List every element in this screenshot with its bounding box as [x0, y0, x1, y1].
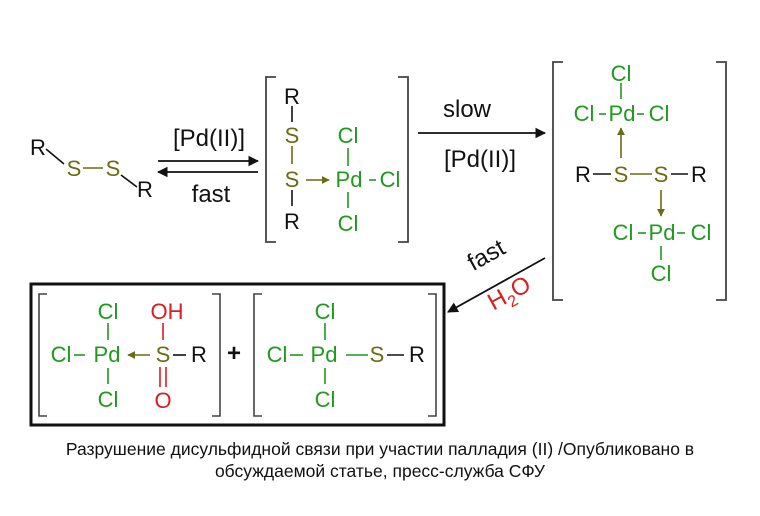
pd-atom: Pd: [649, 220, 676, 245]
reagent-pd2-label: [Pd(II)]: [444, 146, 516, 173]
cl-atom: Cl: [98, 299, 119, 324]
r-atom: R: [409, 342, 425, 367]
cl-atom: Cl: [651, 261, 672, 286]
cl-atom: Cl: [649, 101, 670, 126]
caption-line-2: обсуждаемой статье, пресс-служба СФУ: [214, 461, 546, 481]
hydrolysis-arrow: fast H2O: [447, 234, 546, 320]
s-atom: S: [654, 162, 669, 187]
cl-atom: Cl: [338, 123, 359, 148]
plus-sign: +: [227, 340, 241, 367]
cl-atom: Cl: [98, 387, 119, 412]
reaction-scheme: R S S R [Pd(II)] fast R S S R Cl Pd Cl C…: [29, 61, 727, 427]
r-atom: R: [30, 135, 46, 160]
r-atom: R: [137, 177, 153, 202]
s-atom: S: [285, 123, 300, 148]
slow-arrow: slow [Pd(II)]: [418, 96, 547, 173]
r-atom: R: [284, 84, 300, 109]
s-atom: S: [156, 342, 171, 367]
figure-caption: Разрушение дисульфидной связи при участи…: [0, 438, 760, 482]
reagent-pd2-label: [Pd(II)]: [173, 125, 245, 152]
bridged-complex: Cl Cl Pd Cl R S S R Cl Pd Cl Cl: [552, 61, 727, 301]
cl-atom: Cl: [267, 342, 288, 367]
r-atom: R: [691, 162, 707, 187]
monodentate-complex: R S S R Cl Pd Cl Cl: [265, 76, 409, 243]
cl-atom: Cl: [51, 342, 72, 367]
pd-atom: Pd: [609, 101, 636, 126]
cl-atom: Cl: [611, 61, 632, 86]
cl-atom: Cl: [380, 167, 401, 192]
disulfide-molecule: R S S R: [30, 135, 153, 202]
cl-atom: Cl: [315, 387, 336, 412]
s-atom: S: [106, 156, 121, 181]
water-label: H2O: [483, 271, 537, 320]
cl-atom: Cl: [338, 211, 359, 236]
pd-atom: Pd: [311, 342, 338, 367]
cl-atom: Cl: [613, 220, 634, 245]
oh-group: OH: [151, 299, 184, 324]
cl-atom: Cl: [691, 220, 712, 245]
pd-atom: Pd: [336, 167, 363, 192]
sulfinic-product: Cl Cl Pd Cl OH S O R: [38, 293, 221, 417]
cl-atom: Cl: [574, 101, 595, 126]
s-atom: S: [67, 156, 82, 181]
caption-line-1: Разрушение дисульфидной связи при участи…: [65, 439, 695, 459]
pd-atom: Pd: [94, 342, 121, 367]
equilibrium-arrows: [Pd(II)] fast: [156, 125, 260, 208]
products-box: [29, 282, 446, 427]
fast-label: fast: [463, 234, 510, 277]
s-atom: S: [370, 342, 385, 367]
slow-label: slow: [443, 96, 492, 123]
fast-label: fast: [192, 181, 231, 208]
r-atom: R: [191, 342, 207, 367]
s-atom: S: [285, 167, 300, 192]
cl-atom: Cl: [315, 299, 336, 324]
o-atom: O: [154, 388, 171, 413]
s-atom: S: [614, 162, 629, 187]
thiolate-product: Cl Cl Pd Cl S R: [253, 293, 437, 417]
r-atom: R: [575, 162, 591, 187]
r-atom: R: [284, 209, 300, 234]
